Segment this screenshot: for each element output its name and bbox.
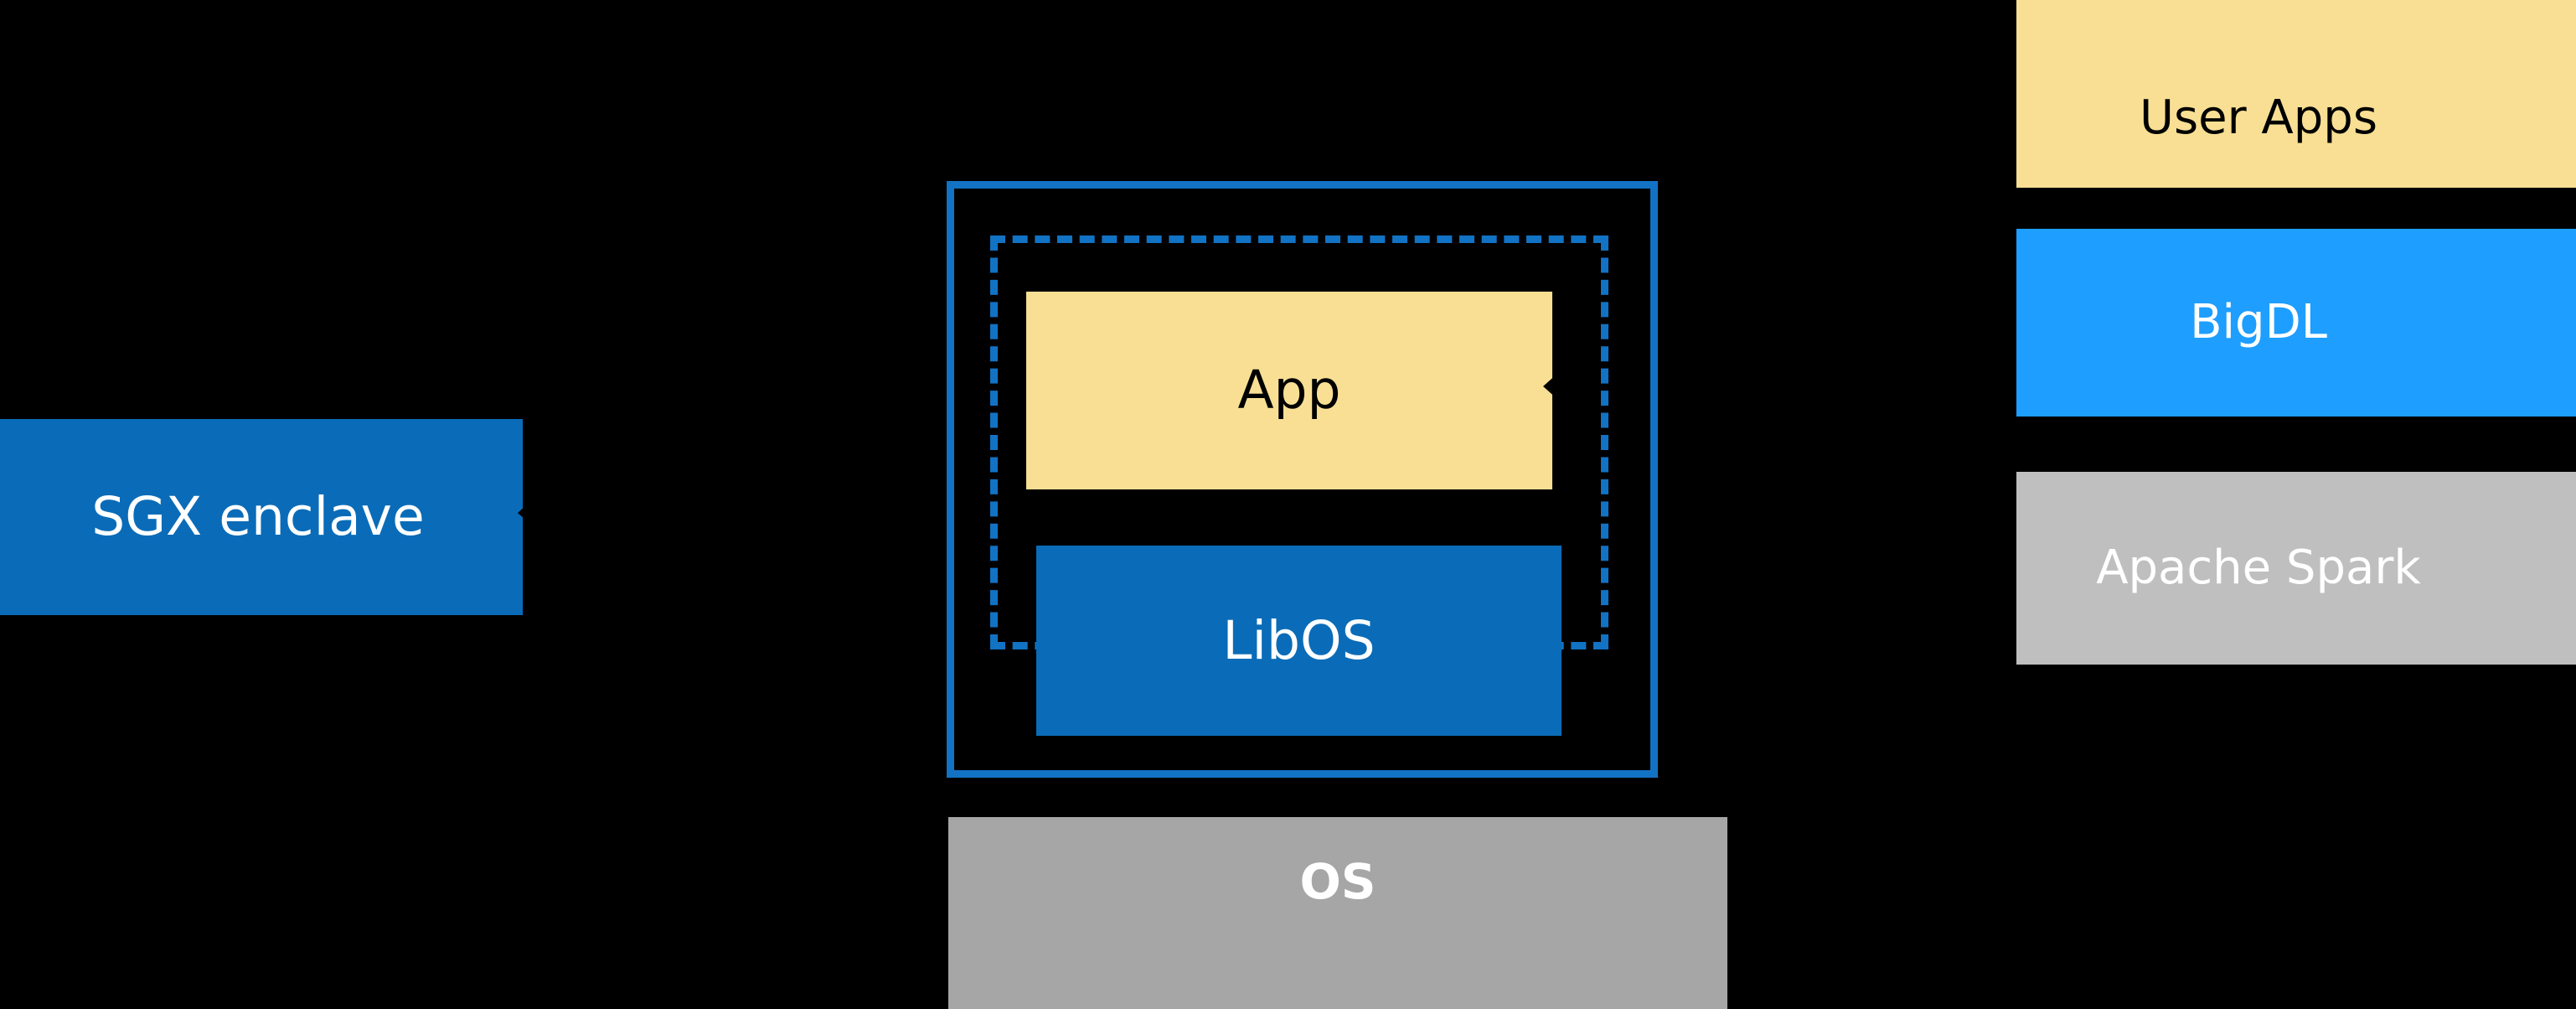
enclave-outer-boundary	[947, 181, 1658, 778]
app-box: App	[1026, 292, 1552, 489]
libos-box: LibOS	[1036, 546, 1562, 736]
user-apps-box: User Apps	[2016, 0, 2576, 188]
bigdl-box: BigDL	[2016, 229, 2576, 417]
os-box: OS	[948, 817, 1727, 1009]
app-arrow-left-icon	[1543, 373, 1558, 400]
sgx-enclave-box: SGX enclave	[0, 419, 523, 615]
sgx-enclave-arrow-left-icon	[518, 499, 533, 526]
apache-spark-box: Apache Spark	[2016, 472, 2576, 665]
